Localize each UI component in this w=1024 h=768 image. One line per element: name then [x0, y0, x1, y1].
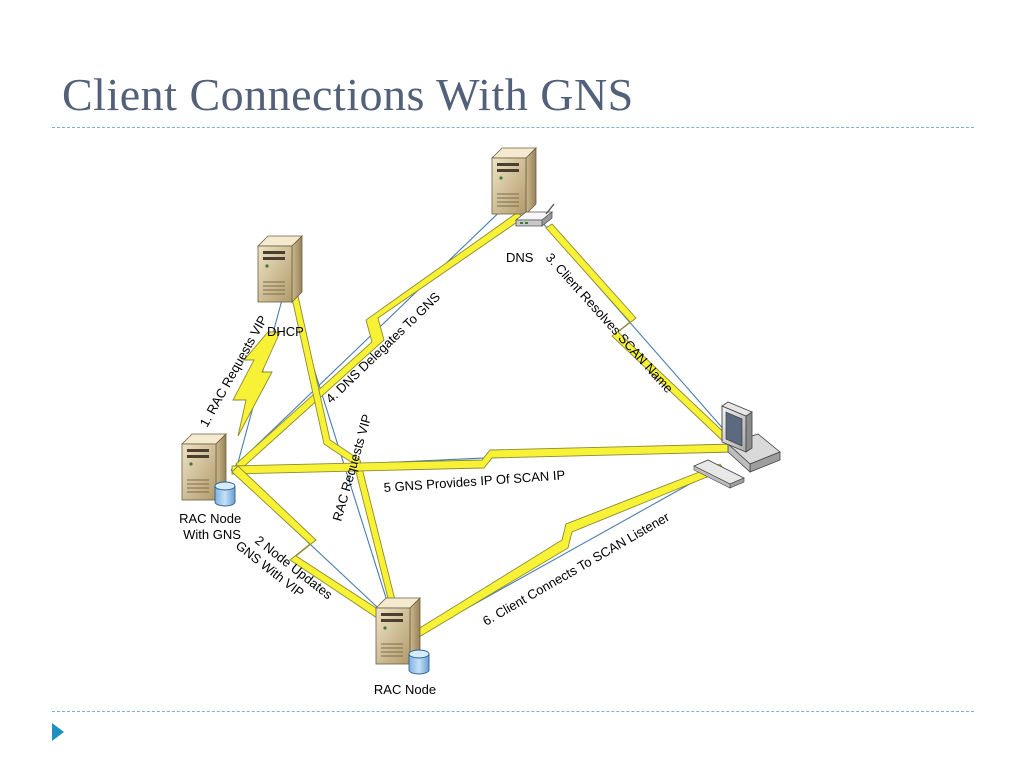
server-tower-icon	[257, 235, 303, 303]
rac-gns-label: RAC Node With GNS	[179, 511, 245, 542]
footer-arrow-icon	[52, 723, 64, 741]
title-divider	[52, 127, 974, 128]
rac-node-gns	[181, 433, 236, 507]
rac-gns-label-line2: With GNS	[183, 527, 241, 542]
rac-gns-label-line1: RAC Node	[179, 511, 241, 526]
database-cylinder-icon	[408, 649, 430, 675]
step-4-label: 4. DNS Delegates To GNS	[323, 289, 444, 406]
step-5-label: 5 GNS Provides IP Of SCAN IP	[383, 467, 565, 495]
step-2-label: 2 Node Updates GNS With VIP	[233, 525, 338, 617]
rac-label: RAC Node	[374, 682, 436, 697]
slide-title: Client Connections With GNS	[62, 69, 634, 120]
footer-divider	[52, 711, 974, 712]
dhcp-label: DHCP	[267, 324, 304, 339]
desktop-computer-icon	[693, 401, 781, 489]
client-computer	[693, 401, 781, 489]
database-cylinder-icon	[214, 481, 236, 507]
bolt-racgns-client	[231, 443, 735, 475]
dns-label: DNS	[506, 250, 534, 265]
dhcp-server	[257, 235, 303, 303]
server-tower-icon	[491, 147, 537, 215]
bolt-dhcp-racgns	[232, 331, 281, 437]
bolt-dns-client	[545, 223, 735, 447]
step-3-label: 3. Client Resolves SCAN Name	[543, 250, 676, 396]
dns-server	[491, 147, 555, 227]
router-icon	[514, 203, 555, 227]
